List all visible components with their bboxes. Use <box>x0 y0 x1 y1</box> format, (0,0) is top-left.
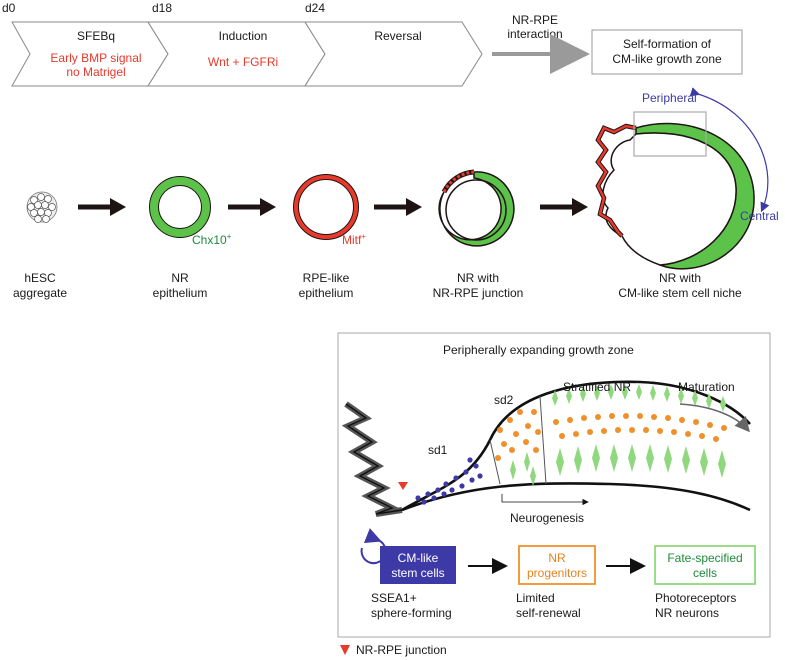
growth-zone-inset: Peripherally expanding growth zone <box>337 332 771 638</box>
caption-hesc-2: aggregate <box>13 286 67 300</box>
rpe-epithelium <box>293 174 359 240</box>
fate-box-label-1: Fate-specified <box>667 551 742 565</box>
stem-caption-2: sphere-forming <box>371 606 452 620</box>
legend: NR-RPE junction <box>340 643 447 657</box>
caption-junction-1: NR with <box>457 271 499 285</box>
fate-caption-1: Photoreceptors <box>655 591 736 605</box>
outcome-label-1: Self-formation of <box>623 37 712 51</box>
self-renewal-arrow <box>360 528 387 565</box>
rpe-zigzag-line <box>345 403 403 515</box>
outcome-label-2: CM-like growth zone <box>612 52 722 66</box>
marker-mitf: Mitf+ <box>342 232 366 247</box>
neurogenesis-arrow <box>501 494 589 506</box>
central-label: Central <box>740 209 779 223</box>
stage-title-induction: Induction <box>219 29 268 43</box>
progenitor-box <box>518 545 596 585</box>
peripheral-central-arrow <box>689 87 770 213</box>
stage-sub-sfebq-2: no Matrigel <box>66 65 125 79</box>
stage-chevron-reversal <box>304 21 483 87</box>
stage-arrow-4 <box>540 198 588 216</box>
stem-cell-box-label-2: stem cells <box>391 566 444 580</box>
caption-niche-1: NR with <box>659 271 701 285</box>
progenitor-caption-2: self-renewal <box>516 606 581 620</box>
stem-caption-1: SSEA1+ <box>371 591 417 605</box>
caption-nr-2: epithelium <box>153 286 208 300</box>
fate-box-label-2: cells <box>693 566 717 580</box>
maturation-label: Maturation <box>678 380 735 394</box>
legend-label: NR-RPE junction <box>356 643 447 657</box>
stages-row: Chx10+ Mitf+ <box>13 87 779 300</box>
nr-tissue <box>402 381 750 510</box>
fate-cell-shapes <box>510 384 726 486</box>
outcome-box <box>591 29 743 75</box>
progenitor-dots <box>495 409 541 461</box>
day-label-d0: d0 <box>2 1 16 15</box>
stage-arrow-3 <box>374 198 422 216</box>
caption-junction-2: NR-RPE junction <box>433 286 524 300</box>
sd2-boundary <box>539 395 547 485</box>
caption-rpe-1: RPE-like <box>303 271 350 285</box>
caption-hesc-1: hESC <box>24 271 56 285</box>
stage-arrow-2 <box>228 198 276 216</box>
stem-cell-dots <box>415 457 483 505</box>
basal-surface <box>401 482 751 512</box>
stage-title-reversal: Reversal <box>374 29 421 43</box>
hesc-aggregate <box>26 191 58 223</box>
sd1-boundary <box>489 439 501 485</box>
interaction-label-1: NR-RPE <box>512 13 558 27</box>
peripheral-label: Peripheral <box>642 91 697 105</box>
progenitor-box-label-1: NR <box>548 551 566 565</box>
legend-junction-icon <box>340 645 350 655</box>
day-label-d18: d18 <box>152 1 172 15</box>
interaction-label-2: interaction <box>507 27 562 41</box>
junction-marker <box>398 482 408 490</box>
stratified-progenitor-dots <box>553 413 727 442</box>
inset-title: Peripherally expanding growth zone <box>443 343 634 357</box>
neurogenesis-label: Neurogenesis <box>510 511 584 525</box>
timeline: d0 d18 d24 SFEBq Early BMP signal no Mat… <box>2 1 743 87</box>
stem-cell-box-label-1: CM-like <box>398 551 439 565</box>
fate-caption-2: NR neurons <box>655 606 719 620</box>
sd1-label: sd1 <box>428 443 448 457</box>
stage-arrow-1 <box>78 198 126 216</box>
stem-cell-box <box>380 546 456 584</box>
stage-sub-induction: Wnt + FGFRi <box>208 55 278 69</box>
nr-rpe-junction-organoid <box>438 169 515 247</box>
caption-nr-1: NR <box>171 271 189 285</box>
maturation-arrow <box>679 403 750 433</box>
day-label-d24: d24 <box>305 1 325 15</box>
caption-niche-2: CM-like stem cell niche <box>618 286 742 300</box>
stage-title-sfebq: SFEBq <box>77 29 115 43</box>
stratified-label: Stratified NR <box>563 380 631 394</box>
nr-epithelium <box>149 176 211 238</box>
caption-rpe-2: epithelium <box>299 286 354 300</box>
marker-chx10: Chx10+ <box>192 232 232 247</box>
stage-sub-sfebq-1: Early BMP signal <box>50 51 141 65</box>
progenitor-caption-1: Limited <box>516 591 555 605</box>
progenitor-box-label-2: progenitors <box>527 566 587 580</box>
cm-niche-organoid <box>595 111 755 270</box>
fate-box <box>654 545 756 585</box>
sd2-label: sd2 <box>494 393 514 407</box>
